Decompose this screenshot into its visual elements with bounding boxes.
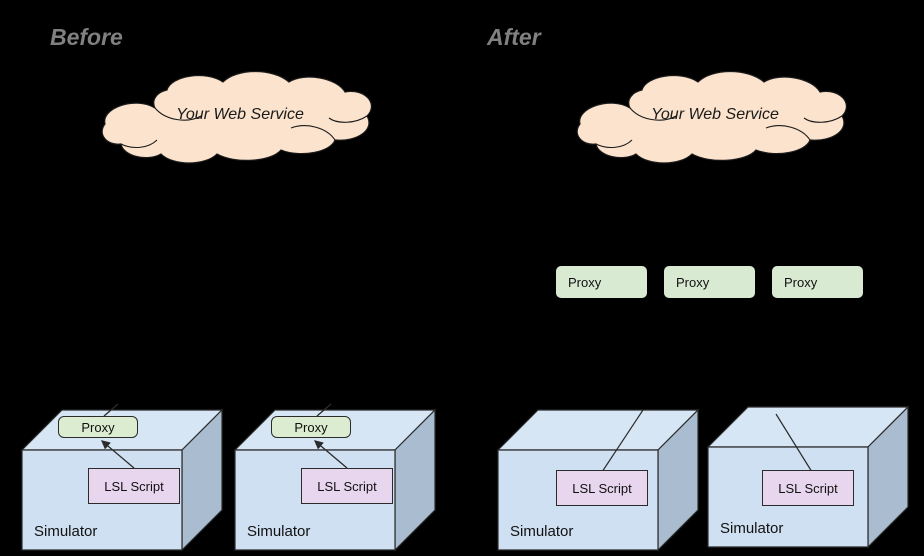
proxy-box-before-2[interactable]: Proxy — [271, 416, 351, 438]
section-title-before: Before — [50, 24, 123, 50]
section-title-after: After — [487, 24, 541, 50]
cloud-web-service-after: Your Web Service — [570, 60, 860, 170]
cloud-shape-icon — [101, 71, 373, 164]
lsl-script-box-after-2[interactable]: LSL Script — [762, 470, 854, 506]
cloud-shape-icon — [576, 71, 848, 164]
proxy-standalone-1[interactable]: Proxy — [556, 266, 647, 298]
lsl-script-box-before-1[interactable]: LSL Script — [88, 468, 180, 504]
cloud-web-service-before: Your Web Service — [95, 60, 385, 170]
lsl-script-box-before-2[interactable]: LSL Script — [301, 468, 393, 504]
proxy-box-before-1[interactable]: Proxy — [58, 416, 138, 438]
lsl-script-box-after-1[interactable]: LSL Script — [556, 470, 648, 506]
proxy-standalone-3[interactable]: Proxy — [772, 266, 863, 298]
proxy-standalone-2[interactable]: Proxy — [664, 266, 755, 298]
